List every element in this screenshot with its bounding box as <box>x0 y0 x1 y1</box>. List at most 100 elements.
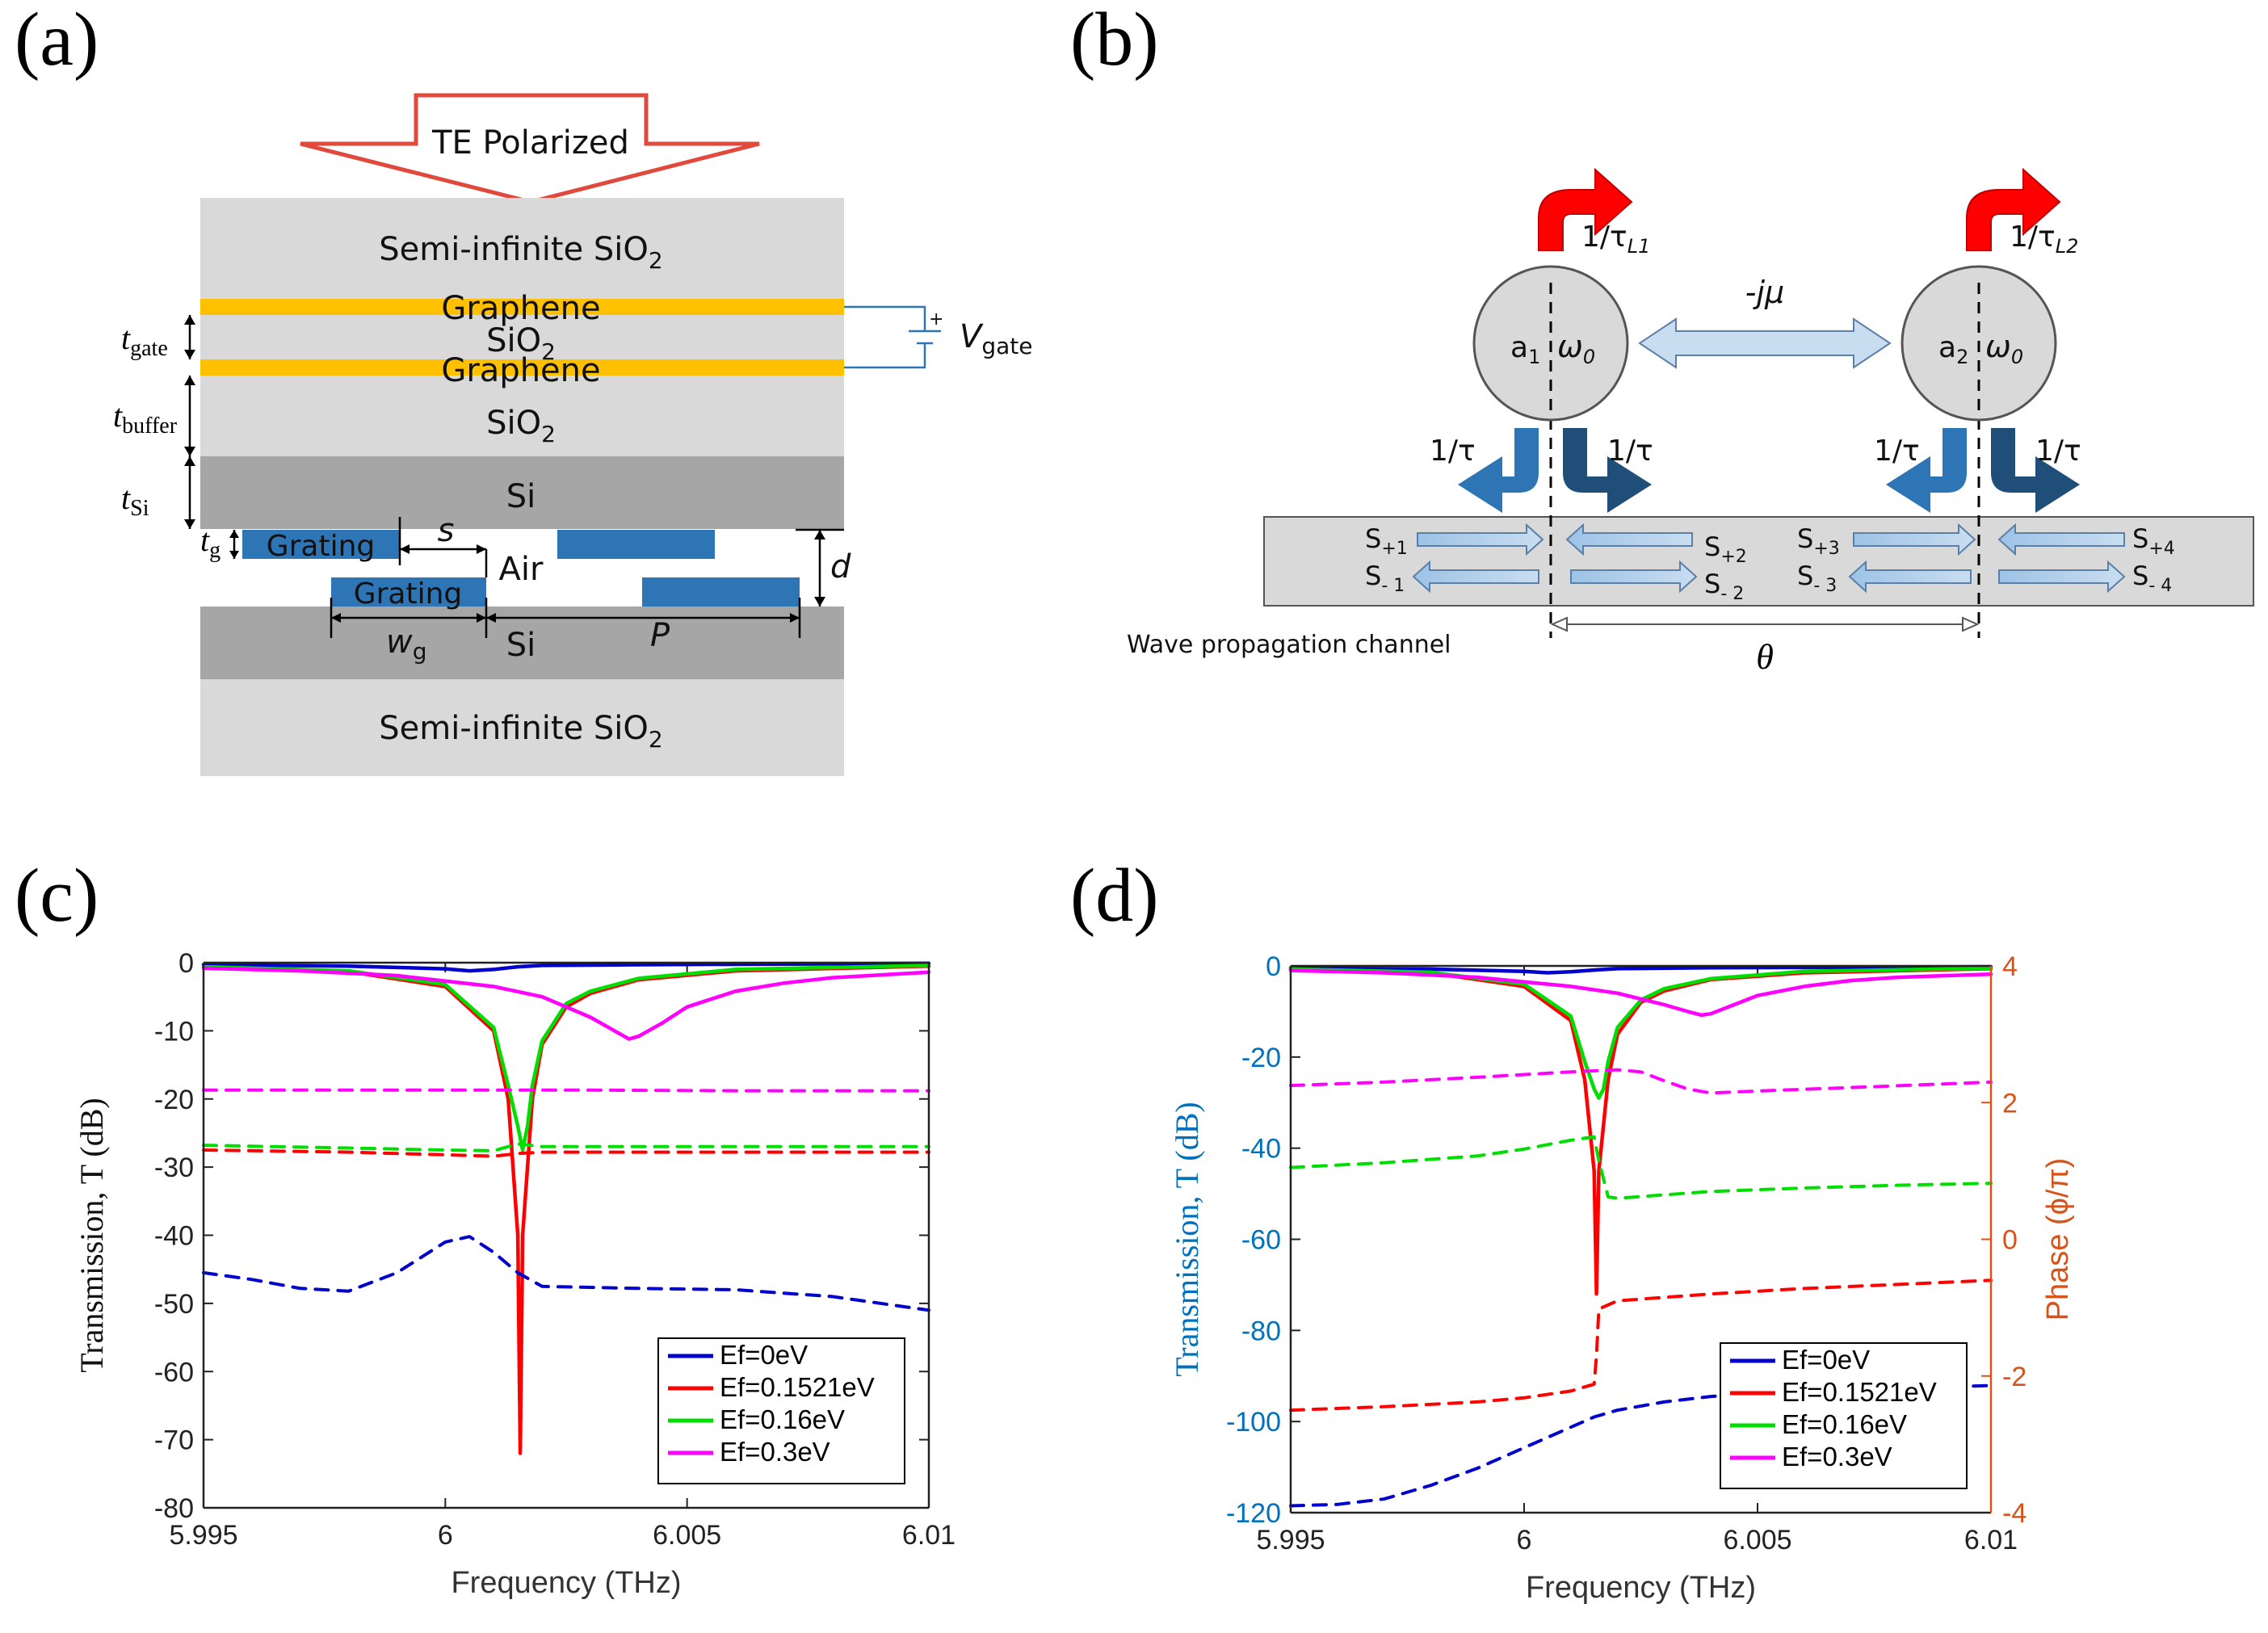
si-bottom-label: Si <box>506 627 536 664</box>
series-line <box>1288 966 1993 1100</box>
series-line <box>1289 1135 1993 1200</box>
res1-omega-label: ω0 <box>1557 329 1595 368</box>
series-line <box>201 966 931 1041</box>
s-plus4-label: S+4 <box>2132 523 2175 559</box>
y-right-tick-label: 4 <box>2002 951 2018 982</box>
loss2-label: 1/τL2 <box>2010 220 2078 258</box>
panel-label-c: (c) <box>15 854 99 938</box>
y-tick-label: -60 <box>154 1357 194 1387</box>
series-line <box>1289 1068 1993 1095</box>
y-tick-label: -10 <box>154 1016 194 1047</box>
y-right-tick-label: -2 <box>2002 1362 2026 1392</box>
gate-plus-label: + <box>929 309 943 330</box>
panel-label-b: (b) <box>1070 0 1159 82</box>
y-tick-label: -30 <box>154 1152 194 1183</box>
p-label: P <box>650 617 670 654</box>
x-axis-label: Frequency (THz) <box>1526 1571 1756 1605</box>
y-tick-label: -40 <box>154 1221 194 1252</box>
decay-right-1-icon <box>1563 428 1652 513</box>
grating-bottom-1 <box>331 577 486 607</box>
y-axis-label: Transmission, T (dB) <box>1169 1102 1205 1376</box>
y-right-tick-label: 0 <box>2002 1225 2018 1256</box>
bottom-sio2-layer <box>200 679 844 776</box>
legend-label: Ef=0.3eV <box>1782 1442 1892 1471</box>
s-minus2-label: S- 2 <box>1704 569 1744 604</box>
s-minus1-label: S- 1 <box>1365 560 1405 596</box>
legend-box <box>657 1337 905 1484</box>
decay-right-2-icon <box>1991 428 2080 513</box>
s-plus1-label: S+1 <box>1365 523 1408 559</box>
graphene-top-layer <box>200 299 844 315</box>
x-axis-label: Frequency (THz) <box>451 1566 681 1600</box>
wave-arrows <box>1412 523 2126 594</box>
channel-label: Wave propagation channel <box>1127 631 1451 659</box>
series-line <box>202 1235 930 1312</box>
x-tick-label: 5.995 <box>1256 1525 1325 1555</box>
legend-label: Ef=0eV <box>720 1340 808 1370</box>
t-gate-label: tgate <box>121 320 168 361</box>
buffer-sio2-label: SiO2 <box>486 405 556 447</box>
coupling-arrow-icon <box>1638 317 1892 369</box>
y-right-tick-label: 2 <box>2002 1088 2018 1119</box>
tau-label-3: 1/τ <box>1874 434 1920 468</box>
top-sio2-label: Semi-infinite SiO2 <box>379 231 662 274</box>
legend-box <box>1720 1342 1968 1489</box>
graphene-bottom-label: Graphene <box>441 352 600 389</box>
x-tick-label: 6.005 <box>653 1520 721 1551</box>
x-tick-label: 5.995 <box>169 1520 237 1551</box>
x-tick-label: 6.01 <box>902 1520 956 1551</box>
res2-a-label: a2 <box>1938 331 1968 368</box>
series-line <box>1289 1278 1993 1413</box>
grating-top-1 <box>242 530 400 559</box>
x-tick-label: 6.005 <box>1723 1525 1791 1555</box>
decay-left-1-icon <box>1458 428 1539 513</box>
y-tick-label: -100 <box>1226 1407 1281 1438</box>
series-line <box>202 1148 930 1158</box>
series-line <box>1288 968 1993 1018</box>
series-line <box>201 961 931 973</box>
y-right-tick-label: -4 <box>2002 1498 2026 1529</box>
graphene-top-label: Graphene <box>441 290 600 327</box>
y-tick-label: 0 <box>1266 951 1281 982</box>
t-g-label: tg <box>200 522 220 563</box>
y-tick-label: 0 <box>178 948 194 979</box>
y-tick-label: -80 <box>1241 1316 1281 1346</box>
legend-label: Ef=0.16eV <box>720 1404 845 1434</box>
decay-left-2-icon <box>1886 428 1967 513</box>
panel-a-schematic: TE Polarized Semi-infinite SiO2 Graphene… <box>113 93 1033 776</box>
legend-label: Ef=0.16eV <box>1782 1409 1907 1439</box>
y-tick-label: -120 <box>1226 1498 1281 1529</box>
v-gate-label: Vgate <box>960 318 1033 359</box>
incident-label: TE Polarized <box>431 124 629 162</box>
theta-label: θ <box>1756 637 1774 677</box>
legend-label: Ef=0.1521eV <box>720 1372 875 1402</box>
gate-sio2-layer <box>200 315 844 359</box>
loss1-label: 1/τL1 <box>1581 220 1650 258</box>
d-label: d <box>830 548 851 586</box>
waveguide <box>1263 516 2254 607</box>
t-buffer-label: tbuffer <box>113 397 178 439</box>
panel-label-d: (d) <box>1070 854 1159 938</box>
graphene-bottom-layer <box>200 359 844 376</box>
tau-label-4: 1/τ <box>2035 434 2081 468</box>
panel-b-schematic: a1 ω0 a2 ω0 -jμ 1/τL1 1/τL2 1/τ 1/τ 1/τ … <box>1127 167 2254 677</box>
legend-label: Ef=0eV <box>1782 1345 1870 1375</box>
si-top-layer <box>200 456 844 529</box>
s-minus3-label: S- 3 <box>1797 560 1837 596</box>
loss-arrow-1-icon <box>1538 167 1633 251</box>
air-label: Air <box>499 551 544 588</box>
y-right-axis-label: Phase (ϕ/π) <box>2041 1158 2075 1321</box>
y-axis-label: Transmission, T (dB) <box>74 1098 110 1372</box>
s-plus2-label: S+2 <box>1704 531 1747 567</box>
series-line <box>1288 964 1993 975</box>
wg-label: wg <box>386 623 427 665</box>
series-line <box>201 963 931 1152</box>
incident-arrow-icon <box>300 93 760 204</box>
series-line <box>202 1088 930 1093</box>
grating-bottom-2 <box>642 577 800 607</box>
dimension-markers <box>188 315 844 638</box>
series-line <box>1289 1383 1993 1508</box>
